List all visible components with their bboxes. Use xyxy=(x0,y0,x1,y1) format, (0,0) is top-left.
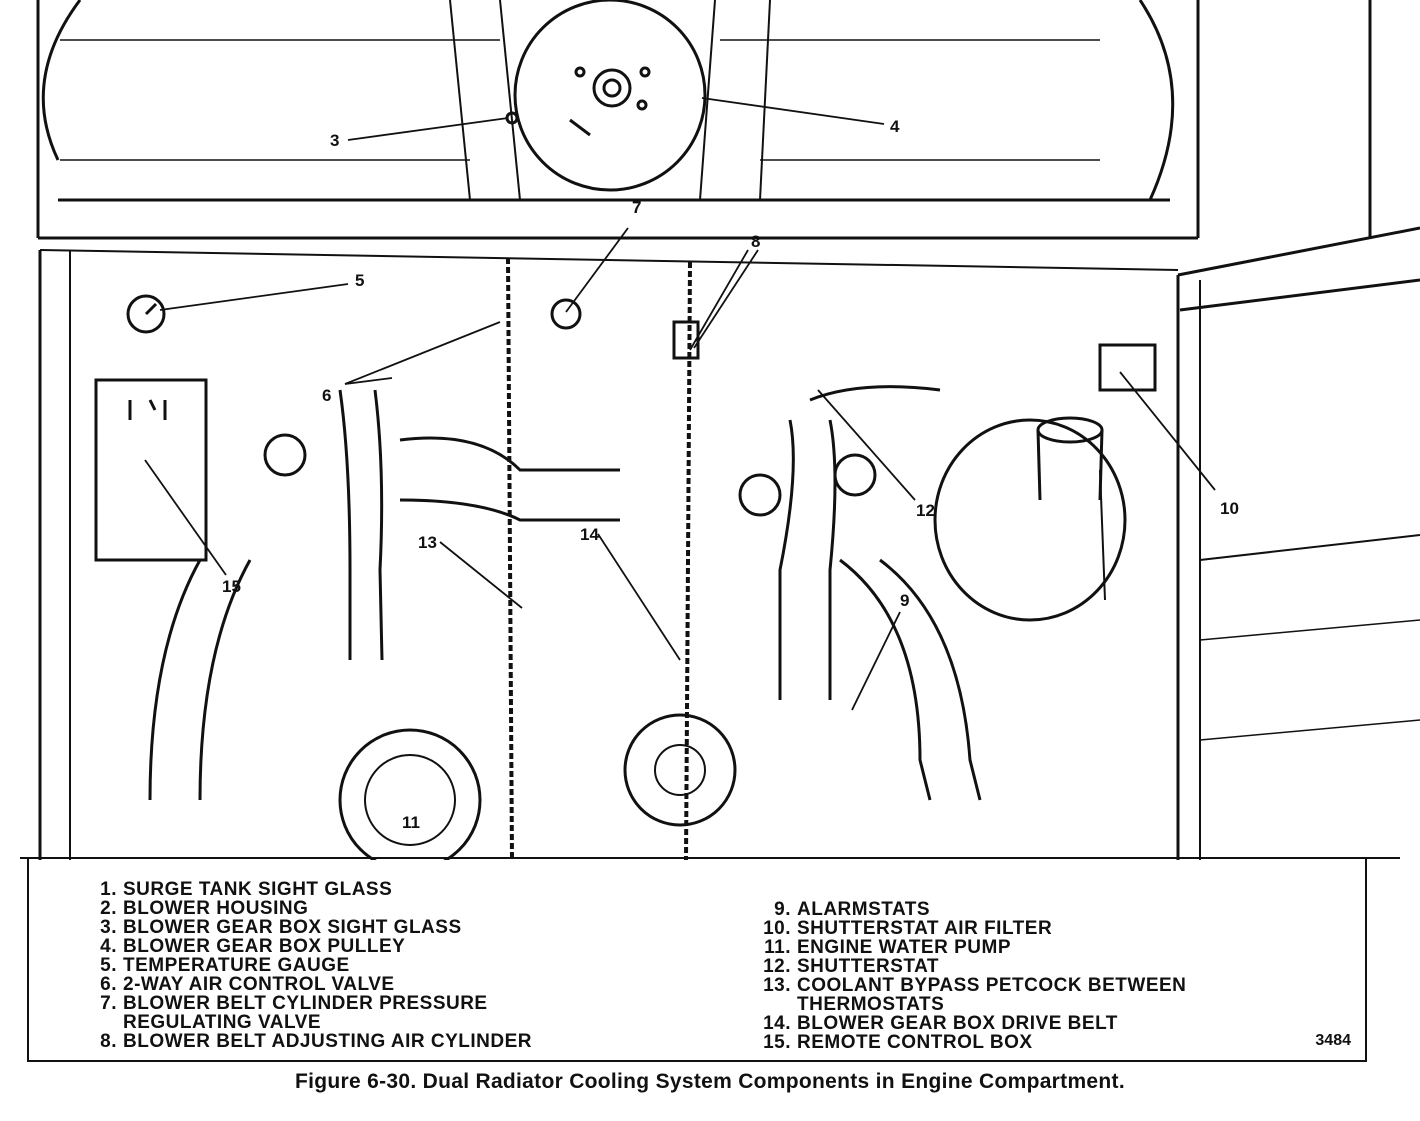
shutterstat xyxy=(933,416,1127,622)
callout-7: 7 xyxy=(632,198,641,217)
legend-item: 10. SHUTTERSTAT AIR FILTER xyxy=(751,919,1186,938)
pressure-regulating-valve xyxy=(550,298,582,330)
callout-12: 12 xyxy=(916,501,935,520)
legend-text: ENGINE WATER PUMP xyxy=(797,937,1011,958)
legend-number: 9. xyxy=(774,899,791,920)
legend-number: 15. xyxy=(763,1032,791,1053)
remote-control-box xyxy=(94,378,208,562)
legend-text: 2-WAY AIR CONTROL VALVE xyxy=(123,974,395,995)
callout-14: 14 xyxy=(580,525,599,544)
legend-text: SURGE TANK SIGHT GLASS xyxy=(123,879,393,900)
legend-item: 7. BLOWER BELT CYLINDER PRESSURE REGULATI… xyxy=(89,994,532,1032)
legend-text: ALARMSTATS xyxy=(797,899,931,920)
figure-caption: Figure 6-30. Dual Radiator Cooling Syste… xyxy=(295,1070,1125,1093)
compartment-frame xyxy=(38,249,1179,860)
legend-item: 5. TEMPERATURE GAUGE xyxy=(89,956,532,975)
blower-housing xyxy=(36,0,1200,240)
callout-3: 3 xyxy=(330,131,339,150)
figure-number: 3484 xyxy=(1315,1032,1351,1049)
legend-item: 3. BLOWER GEAR BOX SIGHT GLASS xyxy=(89,918,532,937)
legend-text: SHUTTERSTAT xyxy=(797,956,940,977)
legend-number: 10. xyxy=(763,918,791,939)
legend-number: 4. xyxy=(100,936,117,957)
legend-item: 8. BLOWER BELT ADJUSTING AIR CYLINDER xyxy=(89,1032,532,1051)
legend-text: BLOWER HOUSING xyxy=(123,898,309,919)
legend-item: 6. 2-WAY AIR CONTROL VALVE xyxy=(89,975,532,994)
legend-left-column: 1. SURGE TANK SIGHT GLASS 2. BLOWER HOUSIN… xyxy=(89,880,532,1051)
legend-item: 13. COOLANT BYPASS PETCOCK BETWEEN THERMO… xyxy=(751,976,1186,1014)
legend-number: 6. xyxy=(100,974,117,995)
legend-number: 14. xyxy=(763,1013,791,1034)
compartment-door xyxy=(1176,0,1420,860)
legend-text: BLOWER GEAR BOX SIGHT GLASS xyxy=(123,917,462,938)
engine-pulley xyxy=(623,713,737,827)
callout-11: 11 xyxy=(402,813,420,832)
engine-water-pump xyxy=(338,728,482,860)
callout-8: 8 xyxy=(751,232,760,251)
legend-text: BLOWER BELT CYLINDER PRESSURE REGULATING… xyxy=(123,993,488,1033)
callout-9: 9 xyxy=(900,591,909,610)
legend-item: 11. ENGINE WATER PUMP xyxy=(751,938,1186,957)
leader-lines xyxy=(144,97,1216,711)
legend-text: COOLANT BYPASS PETCOCK BETWEEN THERMOSTA… xyxy=(797,975,1187,1015)
callout-13: 13 xyxy=(418,533,437,552)
callout-10: 10 xyxy=(1220,499,1239,518)
legend-number: 3. xyxy=(100,917,117,938)
legend-number: 11. xyxy=(764,937,791,958)
blower-gear-box-pulley xyxy=(505,0,707,192)
legend-box: 1. SURGE TANK SIGHT GLASS 2. BLOWER HOUSIN… xyxy=(27,858,1367,1062)
legend-number: 1. xyxy=(100,879,117,900)
engine-compartment-illustration: 3 4 5 6 7 8 9 10 11 12 13 14 15 xyxy=(20,0,1420,860)
legend-text: BLOWER GEAR BOX PULLEY xyxy=(123,936,406,957)
legend-item: 1. SURGE TANK SIGHT GLASS xyxy=(89,880,532,899)
legend-text: REMOTE CONTROL BOX xyxy=(797,1032,1033,1053)
legend-item: 14. BLOWER GEAR BOX DRIVE BELT xyxy=(751,1014,1186,1033)
legend-text: BLOWER GEAR BOX DRIVE BELT xyxy=(797,1013,1118,1034)
legend-number: 5. xyxy=(100,955,117,976)
callout-6: 6 xyxy=(322,386,331,405)
alarmstats xyxy=(263,433,877,517)
callout-5: 5 xyxy=(355,271,364,290)
blower-belt-air-cylinder xyxy=(672,320,700,360)
coolant-pipes xyxy=(148,385,982,801)
callout-15: 15 xyxy=(222,577,241,596)
legend-item: 4. BLOWER GEAR BOX PULLEY xyxy=(89,937,532,956)
legend-item: 2. BLOWER HOUSING xyxy=(89,899,532,918)
legend-number: 2. xyxy=(100,898,117,919)
legend-item: 12. SHUTTERSTAT xyxy=(751,957,1186,976)
legend-right-column: 9. ALARMSTATS 10. SHUTTERSTAT AIR FILTER 1… xyxy=(751,900,1186,1052)
legend-text: SHUTTERSTAT AIR FILTER xyxy=(797,918,1053,939)
legend-number: 8. xyxy=(100,1031,117,1052)
blower-gear-box-drive-belt xyxy=(506,257,692,860)
legend-number: 7. xyxy=(100,993,117,1014)
legend-item: 9. ALARMSTATS xyxy=(751,900,1186,919)
legend-number: 12. xyxy=(763,956,791,977)
shutterstat-air-filter xyxy=(1098,343,1157,392)
legend-item: 15. REMOTE CONTROL BOX xyxy=(751,1033,1186,1052)
legend-text: TEMPERATURE GAUGE xyxy=(123,955,350,976)
temperature-gauge xyxy=(126,294,166,334)
legend-text: BLOWER BELT ADJUSTING AIR CYLINDER xyxy=(123,1031,532,1052)
callout-4: 4 xyxy=(890,117,900,136)
legend-number: 13. xyxy=(763,975,791,996)
